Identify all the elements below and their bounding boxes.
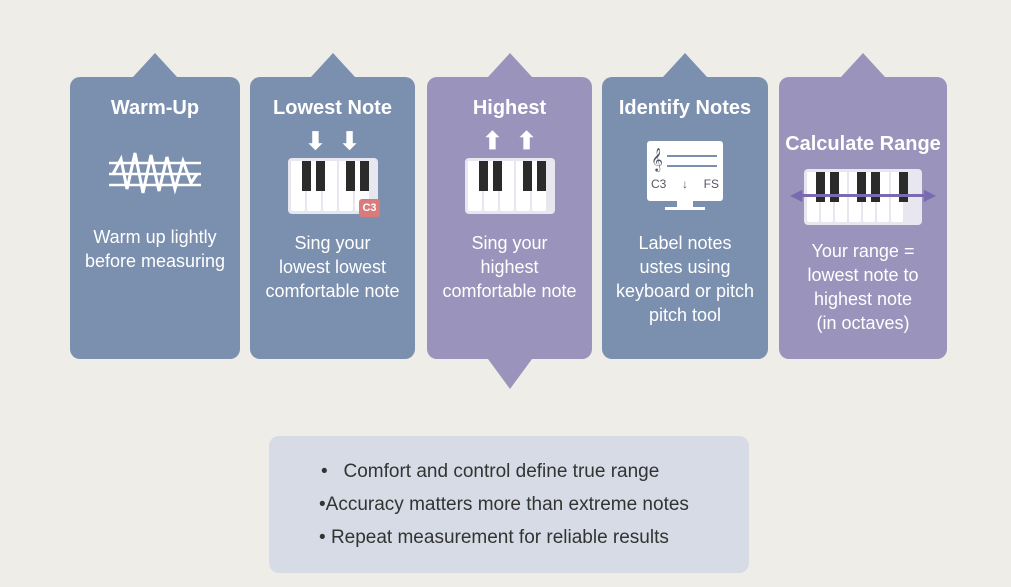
step-title: Identify Notes xyxy=(618,97,752,119)
desc-line: lowest lowest xyxy=(278,257,387,277)
tip-item: • Repeat measurement for reliable result… xyxy=(319,527,669,548)
arrow-pointer-down xyxy=(487,359,532,389)
waveform-icon xyxy=(109,152,201,195)
desc-line: ustes using xyxy=(639,257,731,277)
step-title: Calculate Range xyxy=(785,133,941,155)
desc-line: lowest note to xyxy=(807,265,919,285)
desc-line: comfortable note xyxy=(265,281,400,301)
arrow-pointer xyxy=(487,53,532,77)
desc-line: comfortable note xyxy=(442,281,577,301)
note-badge: C3 xyxy=(359,199,380,217)
step-lowest-note: Lowest Note ⬇⬇ C3 Sing your lowest lowest… xyxy=(250,53,415,359)
desc-line: Label notes xyxy=(638,233,732,253)
desc-line: (in octaves) xyxy=(816,313,910,333)
arrow-pointer xyxy=(133,53,177,77)
step-calculate-range: Calculate Range ◀▶ Your range = lowest no… xyxy=(779,53,947,359)
tip-text: Repeat measurement for reliable results xyxy=(330,527,669,548)
step-title: Lowest Note xyxy=(273,97,392,119)
step-identify-notes: Identify Notes 𝄞 C3↓FS Label notes ustes … xyxy=(602,53,768,359)
step-title: Warm-Up xyxy=(110,97,200,119)
piano-up-arrows-icon: ⬆⬆ xyxy=(464,127,555,214)
tips-box: • Comfort and control define true range … xyxy=(269,436,749,573)
desc-line: Sing your xyxy=(471,233,548,253)
desc-line: keyboard or pitch xyxy=(615,281,755,301)
step-highest: Highest ⬆⬆ Sing your highest comfortable n… xyxy=(427,53,592,389)
desc-line: Sing your xyxy=(294,233,371,253)
note-label-high: FS xyxy=(703,177,719,191)
monitor-staff-icon: 𝄞 C3↓FS xyxy=(647,141,723,210)
arrow-pointer xyxy=(841,53,885,77)
note-label-low: C3 xyxy=(651,177,667,191)
tip-item: •Accuracy matters more than extreme note… xyxy=(319,494,689,515)
desc-line: Your range = xyxy=(811,241,915,261)
step-title: Highest xyxy=(472,97,547,119)
piano-down-arrows-icon: ⬇⬇ C3 xyxy=(287,127,380,217)
desc-line: highest xyxy=(480,257,539,277)
step-warm-up: Warm-Up Warm up lightly before measuring xyxy=(70,53,240,359)
desc-line: Warm up lightly xyxy=(93,227,217,247)
desc-line: highest note xyxy=(813,289,913,309)
desc-line: before measuring xyxy=(84,251,226,271)
arrow-pointer xyxy=(310,53,355,77)
arrow-pointer xyxy=(663,53,707,77)
desc-line: pitch tool xyxy=(648,305,722,325)
piano-range-icon: ◀▶ xyxy=(790,169,936,225)
tip-text: Comfort and control define true range xyxy=(343,461,660,482)
tip-item: • Comfort and control define true range xyxy=(321,461,660,482)
tip-text: Accuracy matters more than extreme notes xyxy=(325,494,689,515)
